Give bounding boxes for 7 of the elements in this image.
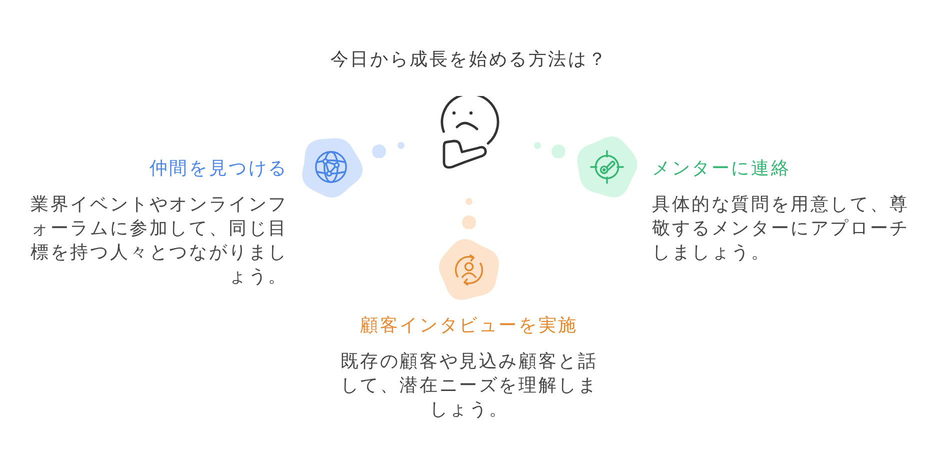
option-heading: 顧客インタビューを実施 [360, 314, 578, 338]
option-heading: メンターに連絡 [652, 157, 791, 181]
option-description: 業界イベントやオンラインフォーラムに参加して、同じ目標を持つ人々とつながりましょう。 [30, 193, 288, 289]
option-description: 既存の顧客や見込み顧客と話して、潜在ニーズを理解しましょう。 [339, 350, 599, 422]
title: 今日から成長を始める方法は？ [330, 48, 608, 72]
option-heading: 仲間を見つける [149, 157, 288, 181]
option-description: 具体的な質問を用意して、尊敬するメンターにアプローチしましょう。 [652, 193, 910, 265]
